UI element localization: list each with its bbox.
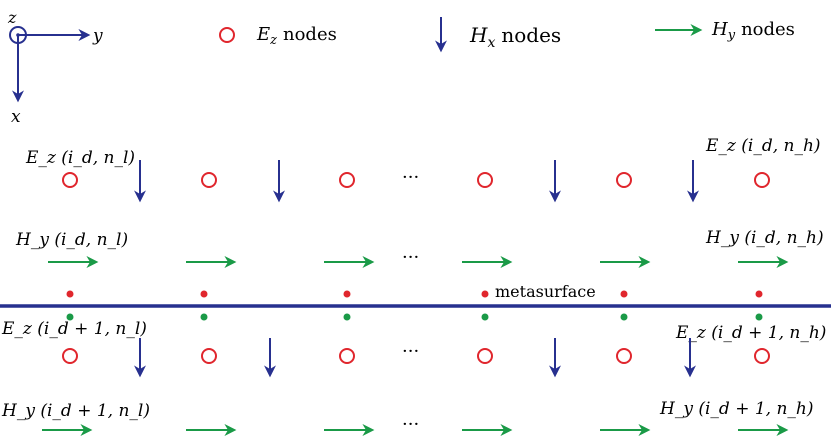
metasurface-ez-dot xyxy=(200,290,208,298)
hy-bottom-left-label: H_y (i_d + 1, n_l) xyxy=(1,401,150,421)
ez-node xyxy=(477,348,493,364)
metasurface-label: metasurface xyxy=(495,282,596,301)
ellipsis-row-2: ··· xyxy=(402,247,419,268)
metasurface-ez-dot xyxy=(481,290,489,298)
ez-node xyxy=(339,172,355,188)
ez-top-right-label: E_z (i_d, n_h) xyxy=(705,136,821,156)
ez-bottom-right-label: E_z (i_d + 1, n_h) xyxy=(675,323,826,343)
y-axis-label: y xyxy=(92,26,103,46)
legend-ez-symbol xyxy=(219,27,235,43)
ez-node xyxy=(477,172,493,188)
ez-node xyxy=(339,348,355,364)
ez-top-left-label: E_z (i_d, n_l) xyxy=(25,148,135,168)
ellipsis-row-1: ··· xyxy=(402,167,419,188)
ellipsis-row-4: ··· xyxy=(402,414,419,435)
metasurface-ez-dot xyxy=(66,290,74,298)
metasurface-hy-dot xyxy=(343,313,351,321)
hy-top-left-label: H_y (i_d, n_l) xyxy=(15,230,128,250)
metasurface-hy-dot xyxy=(620,313,628,321)
ez-node xyxy=(201,348,217,364)
metasurface-hy-dot xyxy=(200,313,208,321)
metasurface-ez-dot xyxy=(620,290,628,298)
ez-bottom-left-label: E_z (i_d + 1, n_l) xyxy=(1,319,147,339)
ez-node xyxy=(62,172,78,188)
ez-node xyxy=(616,348,632,364)
hy-top-right-label: H_y (i_d, n_h) xyxy=(705,228,824,248)
hy-bottom-right-label: H_y (i_d + 1, n_h) xyxy=(659,399,814,419)
ez-node xyxy=(201,172,217,188)
x-axis-label: x xyxy=(11,107,21,127)
ez-node xyxy=(616,172,632,188)
ellipsis-row-3: ··· xyxy=(402,341,419,362)
grid-nodes xyxy=(42,160,789,436)
metasurface-hy-dot xyxy=(481,313,489,321)
metasurface-hy-dot xyxy=(66,313,74,321)
metasurface-hy-dot xyxy=(755,313,763,321)
metasurface-ez-dot xyxy=(343,290,351,298)
coordinate-axes: z y x xyxy=(7,8,103,127)
z-axis-label: z xyxy=(7,8,17,27)
ez-node xyxy=(754,348,770,364)
metasurface-ez-dot xyxy=(755,290,763,298)
ez-node xyxy=(62,348,78,364)
ez-node xyxy=(754,172,770,188)
